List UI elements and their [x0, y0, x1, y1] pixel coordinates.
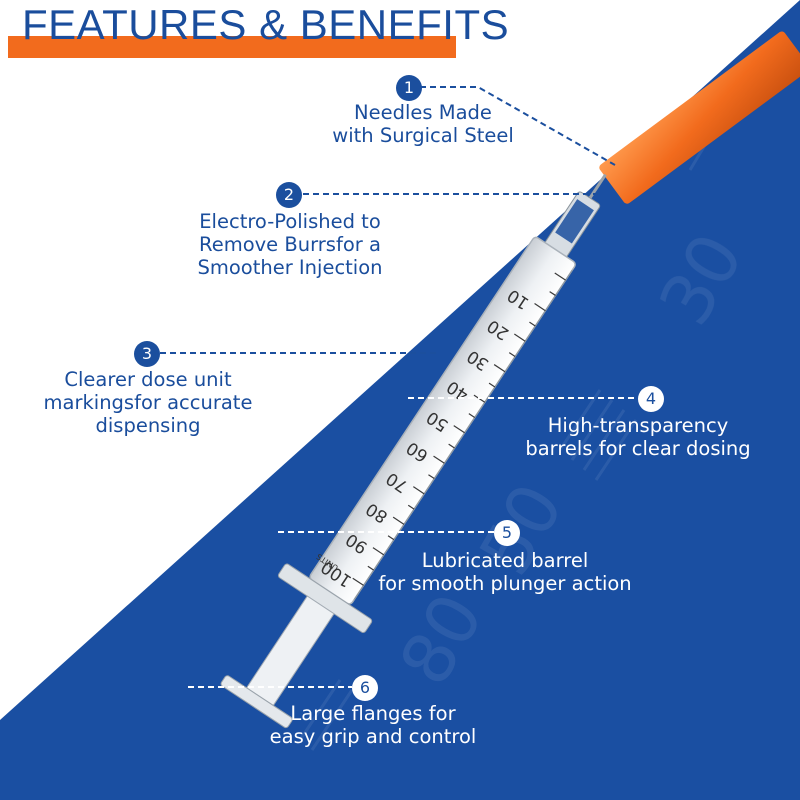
- callout-number-3: 3: [134, 341, 160, 367]
- callout-text-3: Clearer dose unit markingsfor accurate d…: [43, 368, 253, 437]
- scale-tick: [433, 455, 445, 464]
- scale-tick: [407, 504, 415, 510]
- scale-tick: [448, 443, 455, 449]
- scale-tick: [367, 565, 375, 571]
- callout-text-1: Needles Made with Surgical Steel: [332, 101, 514, 147]
- scale-tick: [392, 516, 405, 525]
- callout-number-2: 2: [276, 182, 302, 208]
- scale-tick: [387, 535, 395, 541]
- leader-line-1: [420, 86, 616, 166]
- barrel-edge: [353, 269, 573, 600]
- scale-tick: [413, 486, 425, 495]
- plunger-thumb-pad: [220, 675, 293, 729]
- scale-tick: [428, 474, 435, 480]
- callout-number-5: 5: [494, 520, 520, 546]
- page-title: FEATURES & BENEFITS: [22, 1, 510, 48]
- scale-tick: [549, 291, 556, 296]
- scale-tick: [508, 352, 516, 357]
- title-underline-bar: [8, 36, 456, 58]
- scale-tick: [529, 321, 536, 327]
- scale-tick: [493, 364, 506, 373]
- scale-tick: [514, 333, 526, 342]
- scale-tick: [372, 547, 385, 556]
- callout-text-5: Lubricated barrel for smooth plunger act…: [378, 549, 632, 595]
- scale-tick: [352, 577, 364, 586]
- scale-tick: [534, 303, 546, 312]
- callout-text-4: High-transparency barrels for clear dosi…: [525, 414, 751, 460]
- callout-text-6: Large flanges for easy grip and control: [269, 702, 477, 748]
- callout-text-2: Electro-Polished to Remove Burrsfor a Sm…: [197, 210, 383, 279]
- needle-hub-insert: [555, 199, 594, 244]
- callout-number-4: 4: [638, 386, 664, 412]
- callout-number-6: 6: [352, 675, 378, 701]
- needle-shaft: [588, 173, 607, 199]
- scale-tick: [468, 413, 476, 419]
- needle-cap: [599, 31, 800, 204]
- scale-tick: [554, 272, 566, 281]
- scale-tick: [488, 382, 496, 388]
- scale-tick: [453, 425, 465, 434]
- callout-number-1: 1: [396, 75, 422, 101]
